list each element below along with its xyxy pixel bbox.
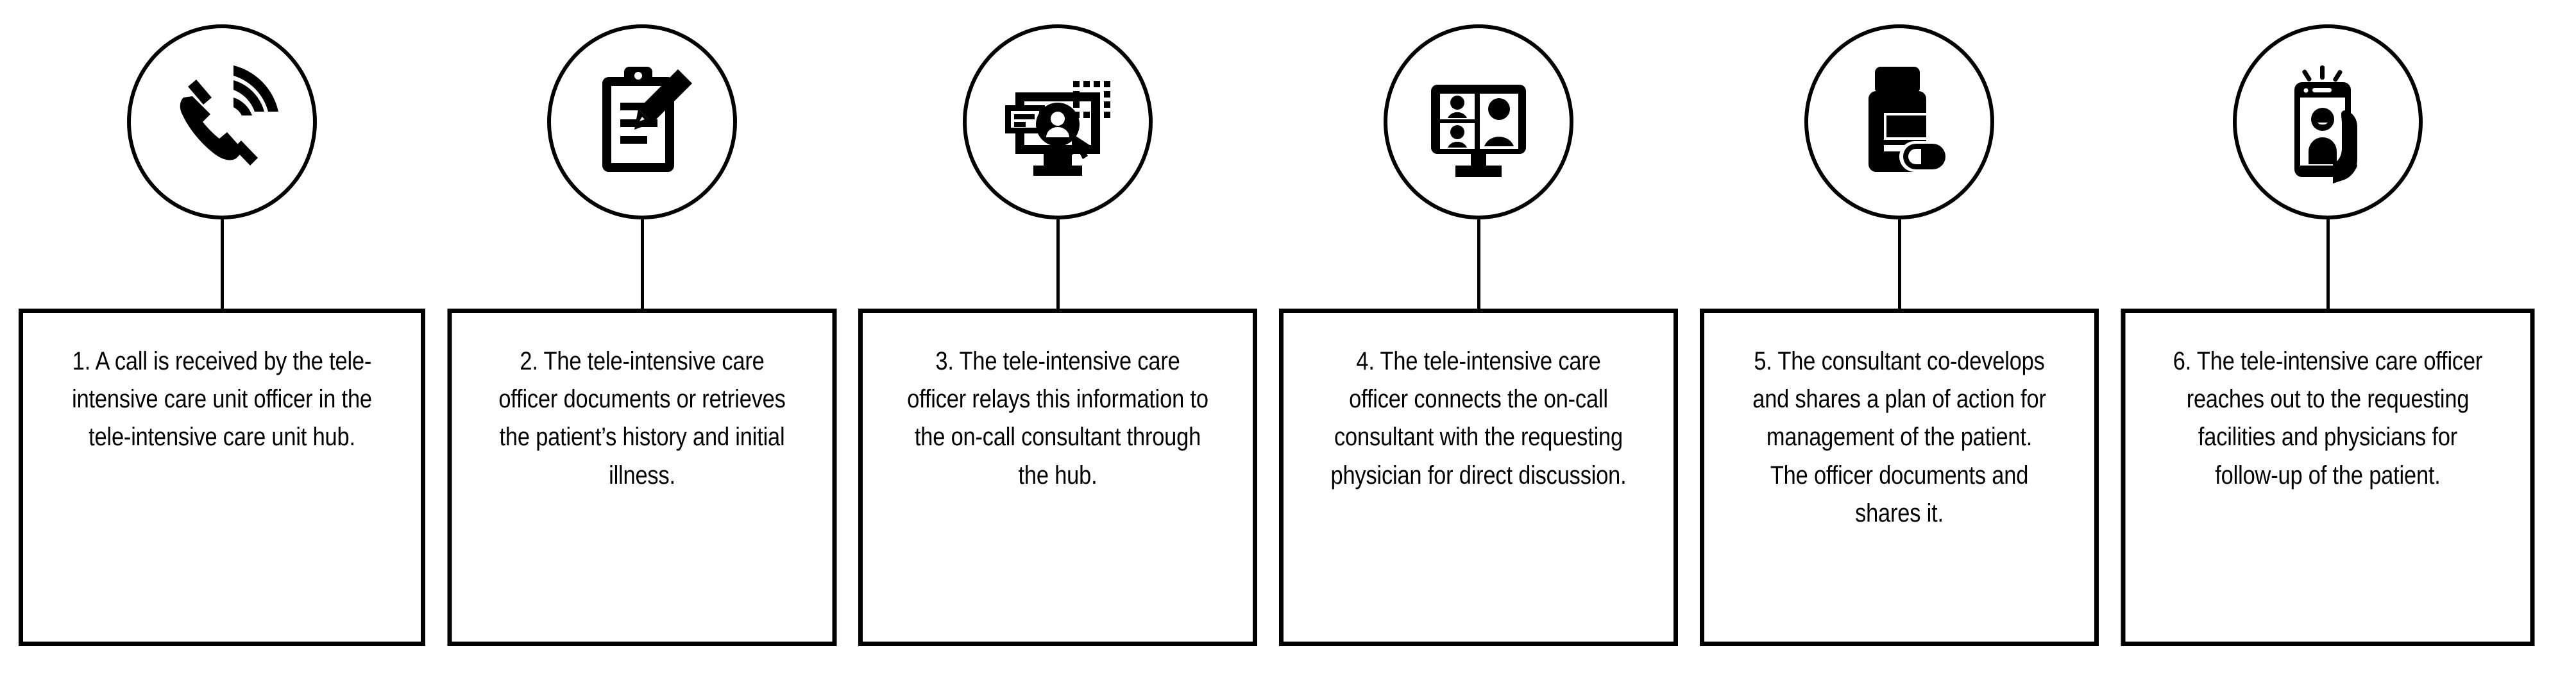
step-3-description: 3. The tele-intensive care officer relay…	[907, 347, 1208, 490]
step-1-icon-circle	[127, 24, 317, 219]
step-4-text-box: 4. The tele-intensive care officer conne…	[1279, 309, 1678, 646]
step-1-description: 1. A call is received by the tele-intens…	[72, 347, 372, 452]
step-1-text-box: 1. A call is received by the tele-intens…	[19, 309, 425, 646]
step-4-description: 4. The tele-intensive care officer conne…	[1330, 347, 1627, 490]
step-3-text-box: 3. The tele-intensive care officer relay…	[858, 309, 1257, 646]
step-6-text-box: 6. The tele-intensive care officer reach…	[2121, 309, 2534, 646]
step-5-description: 5. The consultant co-develops and shares…	[1752, 347, 2046, 527]
medicine-bottle-pill-icon	[1835, 58, 1963, 186]
step-6-connector-line	[2326, 218, 2330, 310]
step-5-connector-line	[1898, 218, 1901, 310]
monitor-patient-record-icon	[994, 58, 1122, 186]
step-3-connector-line	[1056, 218, 1060, 310]
step-6-icon-circle	[2232, 24, 2423, 219]
video-conference-monitor-icon	[1414, 58, 1543, 186]
process-step-2: 2. The tele-intensive care officer docum…	[441, 0, 842, 682]
step-2-description: 2. The tele-intensive care officer docum…	[498, 347, 786, 490]
step-2-icon-circle	[547, 24, 737, 219]
step-2-text-box: 2. The tele-intensive care officer docum…	[447, 309, 836, 646]
process-step-1: 1. A call is received by the tele-intens…	[13, 0, 431, 682]
hand-holding-smartphone-call-icon	[2264, 58, 2392, 186]
step-5-icon-circle	[1804, 24, 1994, 219]
process-step-6: 6. The tele-intensive care officer reach…	[2115, 0, 2540, 682]
phone-ringing-icon	[158, 58, 286, 186]
process-step-3: 3. The tele-intensive care officer relay…	[852, 0, 1263, 682]
step-2-connector-line	[640, 218, 644, 310]
step-4-connector-line	[1477, 218, 1480, 310]
clipboard-pencil-icon	[578, 58, 706, 186]
step-6-description: 6. The tele-intensive care officer reach…	[2173, 347, 2482, 490]
step-4-icon-circle	[1384, 24, 1573, 219]
process-step-5: 5. The consultant co-develops and shares…	[1694, 0, 2105, 682]
step-3-icon-circle	[963, 24, 1153, 219]
step-1-connector-line	[221, 218, 224, 310]
step-5-text-box: 5. The consultant co-develops and shares…	[1700, 309, 2099, 646]
process-step-4: 4. The tele-intensive care officer conne…	[1273, 0, 1684, 682]
